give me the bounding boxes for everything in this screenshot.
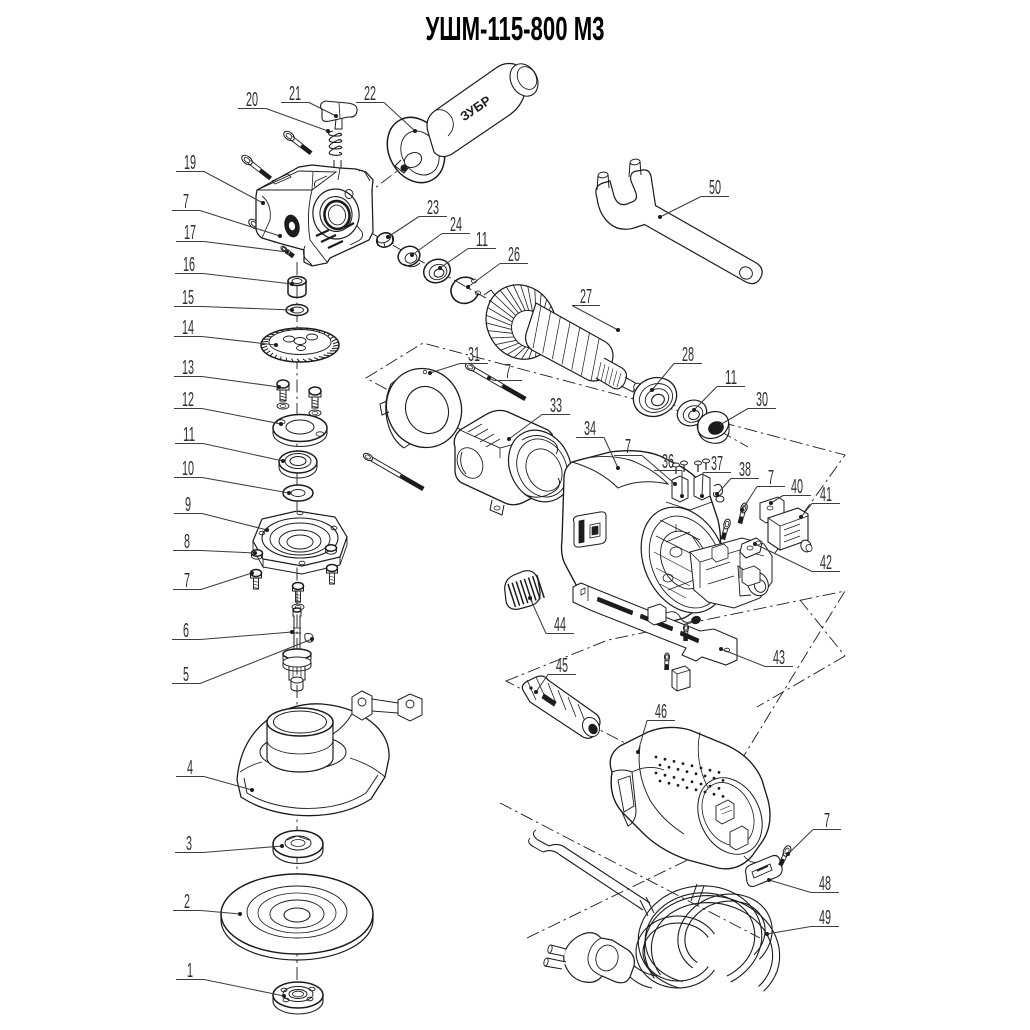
svg-text:41: 41 [820,484,832,506]
svg-text:УШМ-115-800 М3: УШМ-115-800 М3 [426,10,605,47]
svg-text:6: 6 [183,620,189,642]
svg-text:17: 17 [184,222,196,244]
svg-text:28: 28 [682,344,694,366]
svg-text:2: 2 [184,891,190,913]
svg-text:11: 11 [725,367,737,389]
svg-text:31: 31 [468,344,480,366]
svg-text:7: 7 [505,361,511,383]
svg-text:3: 3 [186,833,192,855]
svg-text:19: 19 [184,152,196,174]
svg-text:37: 37 [711,453,723,475]
svg-text:8: 8 [184,531,190,553]
svg-text:43: 43 [773,647,785,669]
svg-text:26: 26 [508,244,520,266]
svg-text:36: 36 [662,451,674,473]
svg-text:7: 7 [183,191,189,213]
svg-text:7: 7 [768,467,774,489]
svg-text:50: 50 [709,177,721,199]
svg-text:33: 33 [550,395,562,417]
svg-text:48: 48 [819,873,831,895]
svg-text:16: 16 [183,254,195,276]
svg-text:20: 20 [246,89,258,111]
svg-text:5: 5 [183,664,189,686]
svg-text:21: 21 [289,83,301,105]
svg-text:13: 13 [182,357,194,379]
svg-text:9: 9 [185,494,191,516]
svg-text:7: 7 [824,810,830,832]
svg-text:1: 1 [187,960,193,982]
svg-text:34: 34 [584,418,596,440]
svg-text:7: 7 [184,570,190,592]
svg-text:23: 23 [427,197,439,219]
svg-text:27: 27 [580,286,592,308]
svg-text:38: 38 [739,459,751,481]
svg-text:49: 49 [819,907,831,929]
svg-text:30: 30 [756,389,768,411]
svg-text:11: 11 [476,229,488,251]
svg-text:45: 45 [556,655,568,677]
svg-text:22: 22 [364,83,376,105]
svg-text:10: 10 [182,458,194,480]
svg-text:4: 4 [187,757,193,779]
svg-text:40: 40 [791,476,803,498]
svg-text:11: 11 [183,424,195,446]
svg-text:42: 42 [820,552,832,574]
svg-text:46: 46 [655,701,667,723]
svg-text:15: 15 [182,287,194,309]
svg-text:7: 7 [625,436,631,458]
svg-text:12: 12 [182,389,194,411]
svg-text:14: 14 [182,317,194,339]
svg-text:44: 44 [554,614,566,636]
svg-text:24: 24 [450,214,462,236]
